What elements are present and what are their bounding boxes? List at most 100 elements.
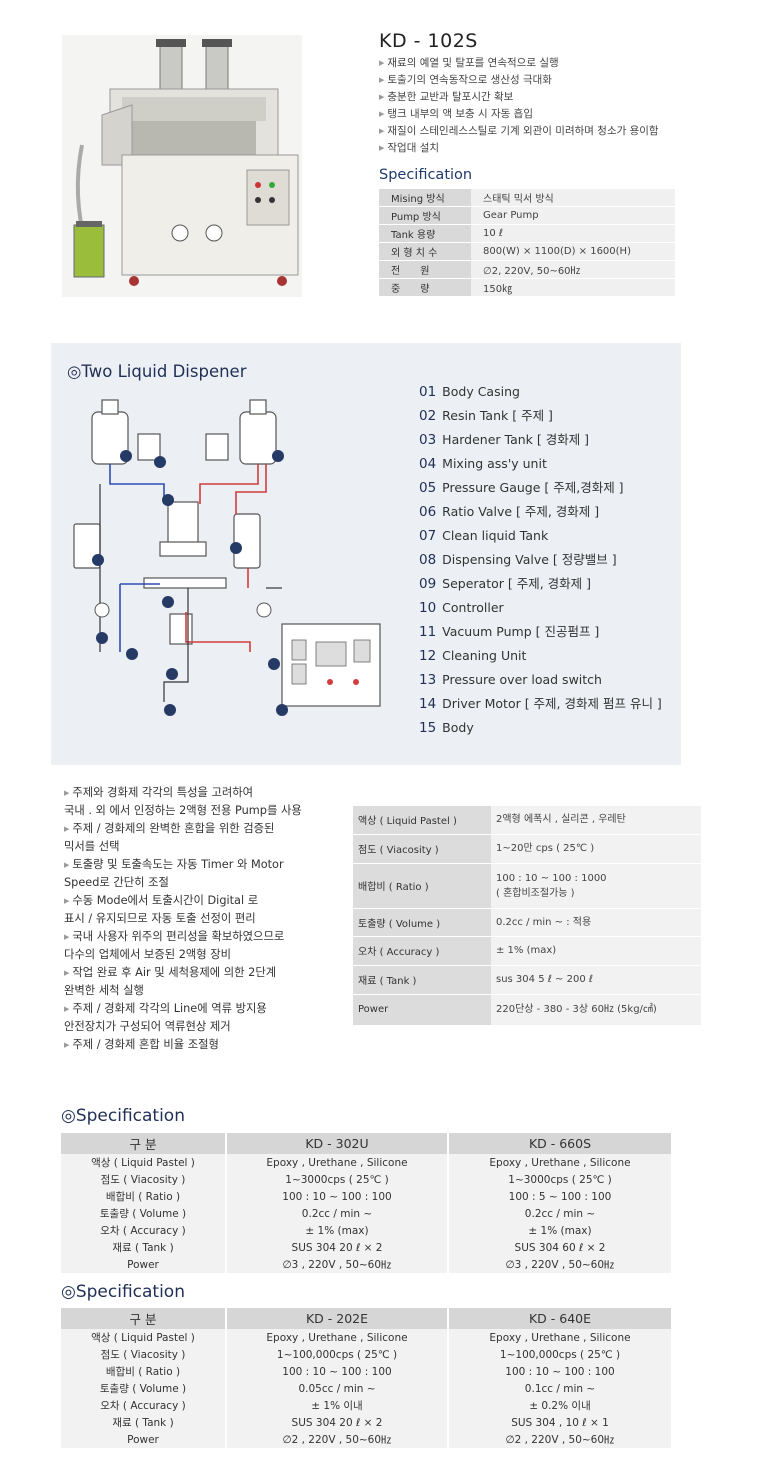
table-row: 점도 ( Viacosity )1~100,000cps ( 25℃ )1~10… bbox=[61, 1346, 671, 1363]
table-cell: ± 1% (max) bbox=[226, 1222, 449, 1239]
table-cell: Power bbox=[61, 1431, 227, 1448]
spec-value-line: ± 1% (max) bbox=[496, 945, 557, 956]
table-cell: 오차 ( Accuracy ) bbox=[61, 1397, 227, 1414]
table-row: 오차 ( Accuracy )± 1% (max)± 1% (max) bbox=[61, 1222, 671, 1239]
table-cell: 점도 ( Viacosity ) bbox=[61, 1171, 227, 1188]
part-label: Seperator [ 주제, 경화제 ] bbox=[442, 576, 592, 591]
spec-value: 1~20만 cps ( 25℃ ) bbox=[491, 834, 701, 864]
column-header: 구 분 bbox=[61, 1133, 227, 1154]
part-number: 02 bbox=[419, 408, 437, 424]
table-cell: 0.05cc / min ~ bbox=[226, 1380, 449, 1397]
table-cell: Epoxy , Urethane , Silicone bbox=[448, 1329, 671, 1346]
table-row: 배합비 ( Ratio )100 : 10 ~ 100 : 1000( 혼합비조… bbox=[353, 863, 701, 909]
spec-value-line: 2액형 에폭시 , 실리콘 , 우레탄 bbox=[496, 814, 626, 826]
column-header: KD - 640E bbox=[448, 1308, 671, 1329]
part-number: 01 bbox=[419, 384, 437, 400]
part-label: Pressure Gauge [ 주제,경화제 ] bbox=[442, 480, 624, 495]
spec-value: 150㎏ bbox=[471, 278, 675, 297]
table-cell: 배합비 ( Ratio ) bbox=[61, 1363, 227, 1380]
table-cell: 0.1cc / min ~ bbox=[448, 1380, 671, 1397]
part-number: 05 bbox=[419, 480, 437, 496]
table-row: 토출량 ( Volume )0.2cc / min ~ : 적용 bbox=[353, 908, 701, 937]
list-item: 09 Seperator [ 주제, 경화제 ] bbox=[419, 572, 662, 596]
table-row: 액상 ( Liquid Pastel )Epoxy , Urethane , S… bbox=[61, 1154, 671, 1171]
table-cell: 1~100,000cps ( 25℃ ) bbox=[226, 1346, 449, 1363]
table-cell: 0.2cc / min ~ bbox=[226, 1205, 449, 1222]
table-row: Power 220단상 - 380 - 3상 60㎐ (5kg/㎠) bbox=[353, 994, 701, 1026]
spec-key: Power bbox=[353, 994, 491, 1026]
spec-value-line: ( 혼합비조절가능 ) bbox=[496, 887, 575, 899]
table-cell: Power bbox=[61, 1256, 227, 1273]
table-cell: 토출량 ( Volume ) bbox=[61, 1380, 227, 1397]
part-number: 08 bbox=[419, 552, 437, 568]
part-label: Dispensing Valve [ 정량밸브 ] bbox=[442, 552, 617, 567]
table-cell: SUS 304 20 ℓ × 2 bbox=[226, 1414, 449, 1431]
table-row: Power∅2 , 220V , 50~60㎐∅2 , 220V , 50~60… bbox=[61, 1431, 671, 1448]
spec-value: 220단상 - 380 - 3상 60㎐ (5kg/㎠) bbox=[491, 994, 701, 1026]
table-cell: 액상 ( Liquid Pastel ) bbox=[61, 1329, 227, 1346]
part-number: 03 bbox=[419, 432, 437, 448]
list-item: 완벽한 세척 실행 bbox=[64, 984, 144, 997]
feature-item: 재료의 예열 및 탈포를 연속적으로 실행 bbox=[379, 55, 659, 72]
table-cell: Epoxy , Urethane , Silicone bbox=[448, 1154, 671, 1171]
list-item: 13 Pressure over load switch bbox=[419, 668, 662, 692]
list-item: 14 Driver Motor [ 주제, 경화제 펌프 유니 ] bbox=[419, 692, 662, 716]
list-item: 토출량 및 토출속도는 자동 Timer 와 Motor bbox=[64, 856, 354, 874]
table-cell: 100 : 10 ~ 100 : 100 bbox=[226, 1363, 449, 1380]
spec-key: 재료 ( Tank ) bbox=[353, 965, 491, 995]
spec-key: Tank 용량 bbox=[379, 224, 471, 243]
part-label: Mixing ass'y unit bbox=[442, 456, 547, 471]
list-item: 06 Ratio Valve [ 주제, 경화제 ] bbox=[419, 500, 662, 524]
list-item: 11 Vacuum Pump [ 진공펌프 ] bbox=[419, 620, 662, 644]
spec-value: 100 : 10 ~ 100 : 1000( 혼합비조절가능 ) bbox=[491, 863, 701, 909]
feature-item: 토출기의 연속동작으로 생산성 극대화 bbox=[379, 72, 659, 89]
spec-key: 전 원 bbox=[379, 260, 471, 279]
part-number: 15 bbox=[419, 720, 437, 736]
spec-value: 10 ℓ bbox=[471, 224, 675, 243]
table-row: 오차 ( Accuracy )± 1% (max) bbox=[353, 936, 701, 966]
spec-value: 2액형 에폭시 , 실리콘 , 우레탄 bbox=[491, 806, 701, 835]
table-cell: 토출량 ( Volume ) bbox=[61, 1205, 227, 1222]
list-item: 10 Controller bbox=[419, 596, 662, 620]
part-label: Ratio Valve [ 주제, 경화제 ] bbox=[442, 504, 600, 519]
list-item: 04 Mixing ass'y unit bbox=[419, 452, 662, 476]
piping-diagram-illustration bbox=[73, 399, 381, 716]
table-row: Power∅3 , 220V , 50~60㎐∅3 , 220V , 50~60… bbox=[61, 1256, 671, 1273]
list-item: 수동 Mode에서 토출시간이 Digital 로 bbox=[64, 892, 354, 910]
table-cell: 점도 ( Viacosity ) bbox=[61, 1346, 227, 1363]
list-item: Speed로 간단히 조절 bbox=[64, 876, 169, 889]
table-cell: Epoxy , Urethane , Silicone bbox=[226, 1154, 449, 1171]
table-row: 점도 ( Viacosity )1~20만 cps ( 25℃ ) bbox=[353, 834, 701, 864]
part-label: Pressure over load switch bbox=[442, 672, 602, 687]
spec-value-line: sus 304 5 ℓ ~ 200 ℓ bbox=[496, 974, 594, 985]
spec-value-line: 220단상 - 380 - 3상 60㎐ (5kg/㎠) bbox=[496, 1004, 657, 1015]
spec-value: Gear Pump bbox=[471, 206, 675, 225]
product-feature-list: 재료의 예열 및 탈포를 연속적으로 실행 토출기의 연속동작으로 생산성 극대… bbox=[379, 55, 659, 157]
spec-value-line: 0.2cc / min ~ : 적용 bbox=[496, 916, 592, 928]
part-label: Resin Tank [ 주제 ] bbox=[442, 408, 553, 423]
list-item: 12 Cleaning Unit bbox=[419, 644, 662, 668]
feature-item: 탱크 내부의 액 보충 시 자동 흡입 bbox=[379, 106, 659, 123]
list-item: 다수의 업체에서 보증된 2액형 장비 bbox=[64, 948, 232, 961]
table-cell: 1~3000cps ( 25℃ ) bbox=[226, 1171, 449, 1188]
spec-heading: Specification bbox=[379, 167, 473, 183]
part-number: 14 bbox=[419, 696, 437, 712]
spec-value: 스태틱 믹서 방식 bbox=[471, 189, 675, 207]
list-item: 주제 / 경화제 혼합 비율 조절형 bbox=[64, 1036, 354, 1054]
spec-key: Pump 방식 bbox=[379, 206, 471, 225]
column-header: KD - 202E bbox=[226, 1308, 449, 1329]
spec-table-1-heading: ◎Specification bbox=[61, 1106, 185, 1126]
spec-value: sus 304 5 ℓ ~ 200 ℓ bbox=[491, 965, 701, 995]
spec-key: 액상 ( Liquid Pastel ) bbox=[353, 806, 491, 835]
spec-key: 외 형 치 수 bbox=[379, 242, 471, 261]
table-cell: 1~3000cps ( 25℃ ) bbox=[448, 1171, 671, 1188]
table-cell: ∅3 , 220V , 50~60㎐ bbox=[448, 1256, 671, 1273]
list-item: 작업 완료 후 Air 및 세척용제에 의한 2단계 bbox=[64, 964, 354, 982]
